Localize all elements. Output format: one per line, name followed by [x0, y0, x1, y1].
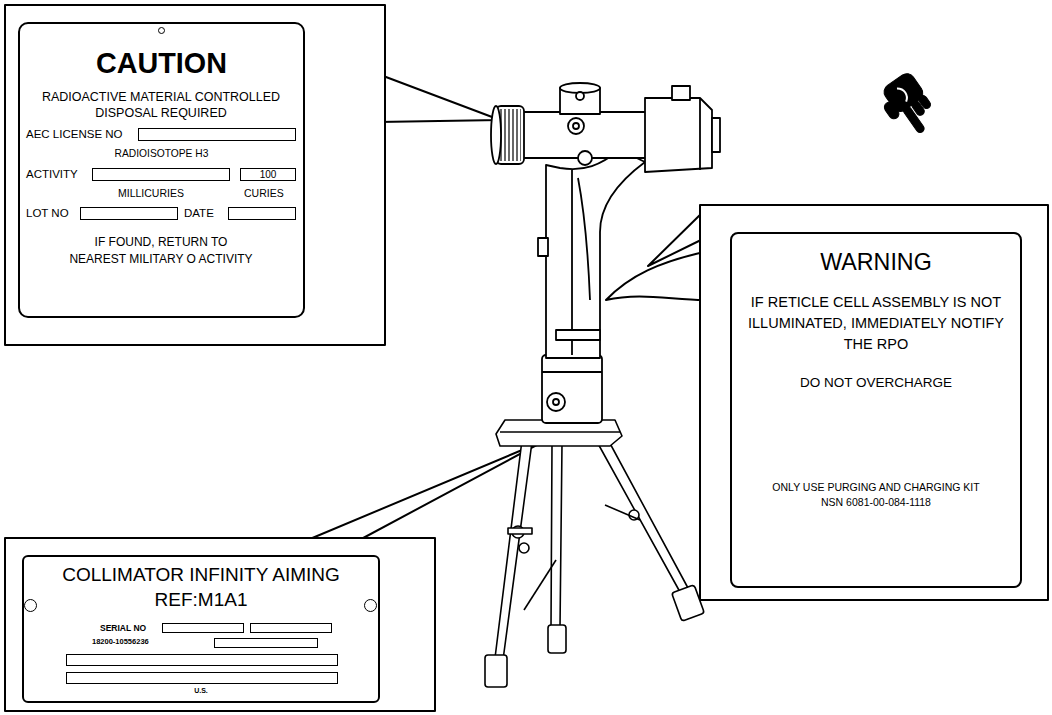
warning-plate: WARNING IF RETICLE CELL ASSEMBLY IS NOT I…: [730, 232, 1022, 588]
callout-pointer: [298, 440, 546, 544]
callout-pointer: [378, 74, 500, 122]
blank-field: [214, 638, 318, 648]
collimator-plate: COLLIMATOR INFINITY AIMING REF:M1A1SERIA…: [22, 555, 380, 703]
blank-field: [66, 672, 338, 684]
plate-text: ACTIVITY: [26, 168, 78, 182]
telescope: [491, 83, 720, 172]
blank-field: [66, 654, 338, 666]
mounting-hole: [24, 599, 37, 612]
plate-text: AEC LICENSE NO: [26, 128, 123, 142]
plate-text: IF FOUND, RETURN TO NEAREST MILITARY O A…: [66, 234, 256, 269]
callout-frame: [5, 538, 435, 711]
mounting-hole: [364, 599, 377, 612]
plate-text: DO NOT OVERCHARGE: [730, 375, 1022, 391]
plate-text: 100: [240, 168, 296, 181]
plate-text: RADIOISOTOPE H3: [18, 148, 305, 160]
blank-field: [138, 128, 296, 141]
callout-pointer: [606, 252, 704, 300]
callout-frame: [700, 205, 1048, 600]
callout-frame: [5, 5, 385, 345]
plate-text: SERIAL NO: [100, 623, 146, 633]
plate-text: RADIOACTIVE MATERIAL CONTROLLED DISPOSAL…: [36, 90, 286, 121]
plate-text: DATE: [184, 207, 214, 221]
plate-text: CURIES: [244, 187, 284, 200]
plate-text: IF RETICLE CELL ASSEMBLY IS NOT ILLUMINA…: [736, 292, 1016, 355]
plate-text: LOT NO: [26, 207, 69, 221]
plate-text: 18200-10556236: [92, 637, 149, 646]
plate-text: CAUTION: [18, 48, 305, 80]
hand-icon: [874, 71, 942, 143]
blank-field: [228, 207, 296, 220]
plate-text: WARNING: [730, 250, 1022, 276]
plate-text: COLLIMATOR INFINITY AIMING REF:M1A1: [46, 563, 356, 612]
tripod: [485, 420, 704, 687]
plate-text: U.S.: [22, 687, 380, 695]
plate-text: MILLICURIES: [118, 187, 184, 200]
caution-plate: CAUTION RADIOACTIVE MATERIAL CONTROLLED D…: [18, 22, 305, 318]
blank-field: [162, 623, 244, 633]
mount-body: [538, 150, 645, 423]
blank-field: [250, 623, 332, 633]
mounting-hole: [158, 27, 165, 34]
blank-field: [92, 168, 230, 181]
plate-text: ONLY USE PURGING AND CHARGING KIT NSN 60…: [766, 480, 986, 510]
blank-field: [80, 207, 178, 220]
